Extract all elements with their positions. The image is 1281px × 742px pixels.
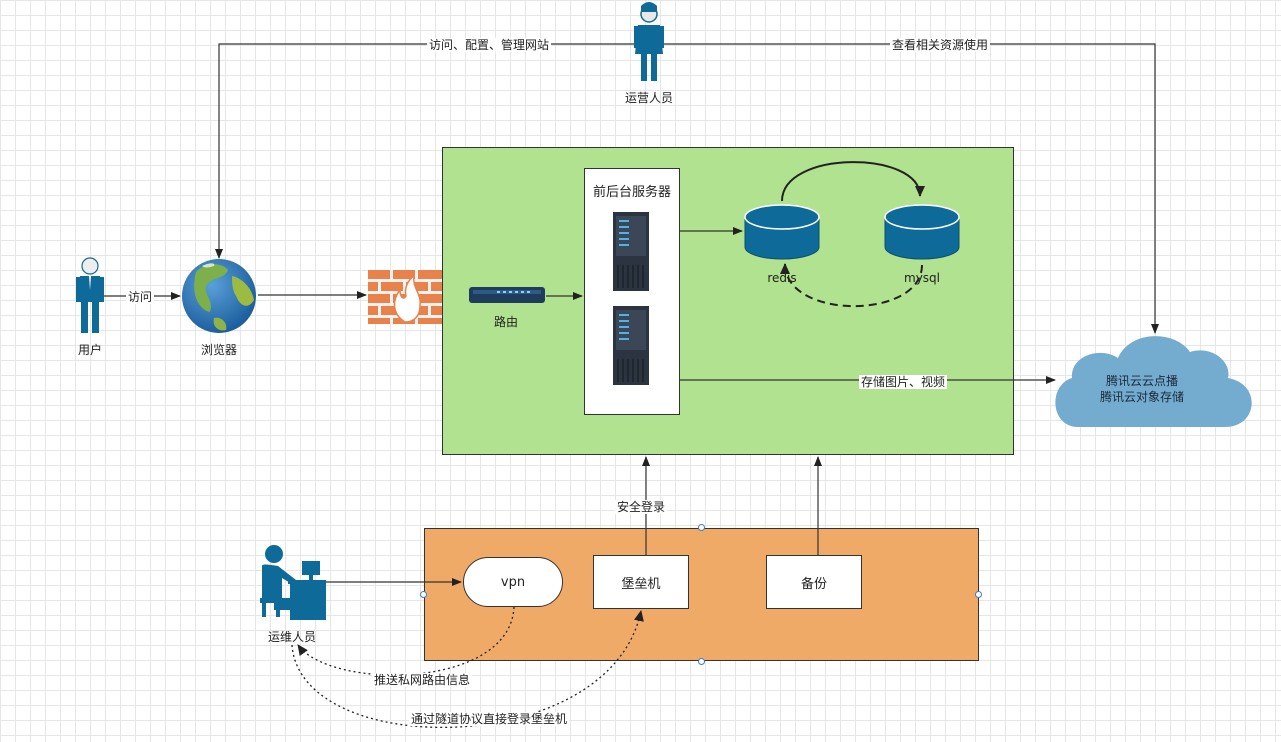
user-label: 用户	[77, 343, 103, 357]
server-panel-title: 前后台服务器	[592, 185, 672, 200]
edge-mysql-redis[interactable]	[780, 263, 923, 308]
edge-label-tunnel-login: 通过隧道协议直接登录堡垒机	[408, 712, 570, 726]
resize-handle-bottom[interactable]	[698, 658, 705, 665]
devops-icon[interactable]	[260, 545, 326, 620]
cloud-label-cos: 腾讯云对象存储	[1099, 390, 1185, 404]
edge-label-access-config: 访问、配置、管理网站	[426, 38, 552, 52]
mysql-database-icon[interactable]	[884, 204, 960, 260]
router-icon[interactable]	[469, 287, 545, 303]
router-label: 路由	[493, 315, 519, 329]
tencent-cloud-icon[interactable]	[1055, 336, 1252, 427]
edge-operator-browser[interactable]	[215, 43, 637, 259]
resize-handle-left[interactable]	[420, 591, 427, 598]
edge-label-visit: 访问	[125, 290, 155, 304]
server-rack-icon-2[interactable]	[613, 306, 649, 385]
edge-label-view-resources: 查看相关资源使用	[889, 38, 991, 52]
redis-label: redis	[767, 271, 797, 285]
browser-globe-icon[interactable]	[182, 259, 256, 333]
bastion-label: 堡垒机	[621, 576, 661, 592]
browser-label: 浏览器	[200, 343, 238, 357]
user-icon[interactable]	[76, 257, 104, 333]
edge-label-store-media: 存储图片、视频	[858, 375, 948, 389]
cloud-label-vod: 腾讯云云点播	[1105, 374, 1179, 388]
bastion-node[interactable]: 堡垒机	[593, 555, 689, 609]
vpn-label: vpn	[500, 574, 526, 590]
edge-label-push-route: 推送私网路由信息	[371, 673, 473, 687]
edge-vpn-devops[interactable]	[297, 606, 515, 676]
edge-devops-bastion[interactable]	[291, 610, 644, 729]
mysql-label: mysql	[904, 271, 940, 285]
operator-label: 运营人员	[624, 91, 674, 105]
edge-label-secure-login: 安全登录	[614, 500, 668, 514]
backup-label: 备份	[800, 576, 827, 592]
edge-operator-cloud[interactable]	[662, 43, 1159, 334]
server-panel: 前后台服务器	[584, 168, 680, 415]
backup-node[interactable]: 备份	[766, 555, 862, 609]
redis-database-icon[interactable]	[744, 204, 820, 260]
edge-redis-mysql[interactable]	[781, 161, 925, 202]
vpn-node[interactable]: vpn	[463, 557, 563, 607]
operator-icon[interactable]	[634, 2, 664, 81]
resize-handle-right[interactable]	[975, 591, 982, 598]
server-rack-icon-1[interactable]	[613, 212, 649, 291]
firewall-icon[interactable]	[368, 270, 442, 324]
resize-handle-top[interactable]	[698, 524, 705, 531]
devops-label: 运维人员	[267, 630, 317, 644]
